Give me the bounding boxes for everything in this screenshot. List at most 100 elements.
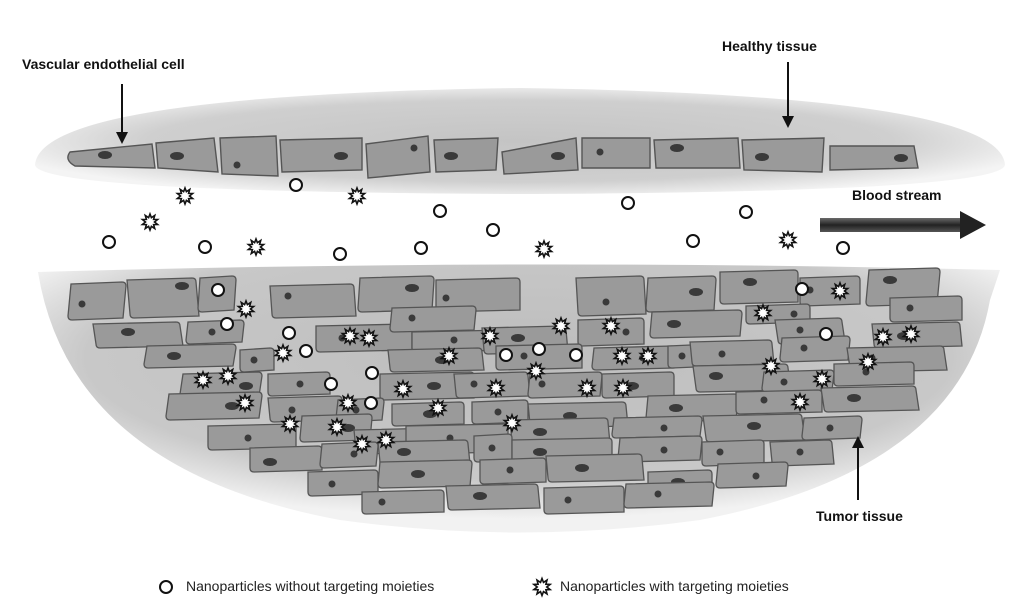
cell-nucleus [494,408,502,416]
tumor-cell [207,423,297,451]
tumor-cell [239,347,275,373]
cell-nucleus [405,284,419,292]
cell-nucleus [796,448,804,456]
tumor-cell [779,335,851,363]
tumor-cell [391,401,465,427]
nanoparticle-targeted [359,327,379,349]
cell-nucleus [239,382,253,390]
nanoparticle-targeted [901,323,921,345]
endothelial-cell [741,137,825,173]
cell-nucleus [747,422,761,430]
tumor-cell [377,459,473,489]
nanoparticle-targeted [352,433,372,455]
nanoparticle-targeted [140,211,160,233]
nanoparticle-plain [220,317,234,331]
blood-stream-arrow [820,211,986,239]
nanoparticle-plain [282,326,296,340]
tumor-cell [387,347,485,373]
nanoparticle-targeted [280,413,300,435]
cell-nucleus [718,350,726,358]
endothelial-cell [219,135,279,177]
cell-nucleus [743,278,757,286]
endothelial-cell [653,137,741,169]
nanoparticle-targeted [246,236,266,258]
tumor-cell [126,277,200,319]
tumor-cell [820,385,920,413]
nanoparticle-targeted [218,365,238,387]
vascular-endothelial-cell-label: Vascular endothelial cell [22,56,185,72]
tumor-tissue-label: Tumor tissue [816,508,903,524]
tumor-cell [715,461,789,489]
endothelial-cell [155,137,219,173]
cell-nucleus [397,448,411,456]
cell-nucleus [506,466,514,474]
endothelial-cell [581,137,651,169]
cell-nucleus [167,352,181,360]
healthy-arrow-head [782,116,794,128]
cell-nucleus [790,310,798,318]
annotation-arrows [116,62,864,500]
nanoparticle-plain [198,240,212,254]
nanoparticle-targeted [439,345,459,367]
nanoparticle-plain [364,396,378,410]
nanoparticle-targeted [236,298,256,320]
nanoparticle-targeted [612,345,632,367]
cell-nucleus [800,344,808,352]
nanoparticle-targeted [613,377,633,399]
legend-label-without-targeting: Nanoparticles without targeting moieties [186,578,435,594]
tumor-cell [249,445,323,473]
cell-nucleus [667,320,681,328]
cell-nucleus [847,394,861,402]
cell-nucleus [602,298,610,306]
nanoparticle-targeted [193,369,213,391]
cell-nucleus [350,450,358,458]
tumor-cell [649,309,743,339]
cell-nucleus [826,424,834,432]
tumor-cell [575,275,647,317]
endothelial-cell [365,135,431,179]
cell-nucleus [288,406,296,414]
blood-stream-label: Blood stream [852,187,942,203]
cell-nucleus [442,294,450,302]
cell-nucleus [520,352,528,360]
tumor-cell [735,389,823,415]
nanoparticle-targeted [235,392,255,414]
tumor-cell [445,483,541,511]
nanoparticle-targeted [338,392,358,414]
nanoparticles [102,178,921,455]
cell-nucleus [780,378,788,386]
nanoparticle-plain [102,235,116,249]
tumor-cell [479,457,547,485]
tumor-cell [591,345,677,371]
nanoparticle-plain [299,344,313,358]
nanoparticle-plain [795,282,809,296]
cell-nucleus [250,356,258,364]
cell-nucleus [678,352,686,360]
legend-plain-particle-icon [159,580,173,594]
cell-nucleus [906,304,914,312]
endothelial-cell [829,145,919,171]
tumor-cell [645,275,717,313]
tumor-cell [601,371,675,399]
cell-nucleus [78,300,86,308]
tumor-cell [702,413,806,443]
nanoparticle-plain [324,377,338,391]
cell-nucleus [689,288,703,296]
cell-nucleus [796,326,804,334]
tumor-cell [801,415,863,441]
tumor-cell [269,283,357,319]
nanoparticle-targeted [577,377,597,399]
tumor-cell [267,371,331,397]
tumor-arrow-head [852,436,864,448]
nanoparticle-targeted [601,315,621,337]
cell-nucleus [622,328,630,336]
cell-nucleus [760,396,768,404]
nanoparticle-plain [333,247,347,261]
cell-nucleus [660,424,668,432]
tumor-cell [389,305,477,333]
cell-nucleus [352,406,360,414]
cell-nucleus [533,428,547,436]
cell-nucleus [121,328,135,336]
tumor-cell [545,453,645,483]
